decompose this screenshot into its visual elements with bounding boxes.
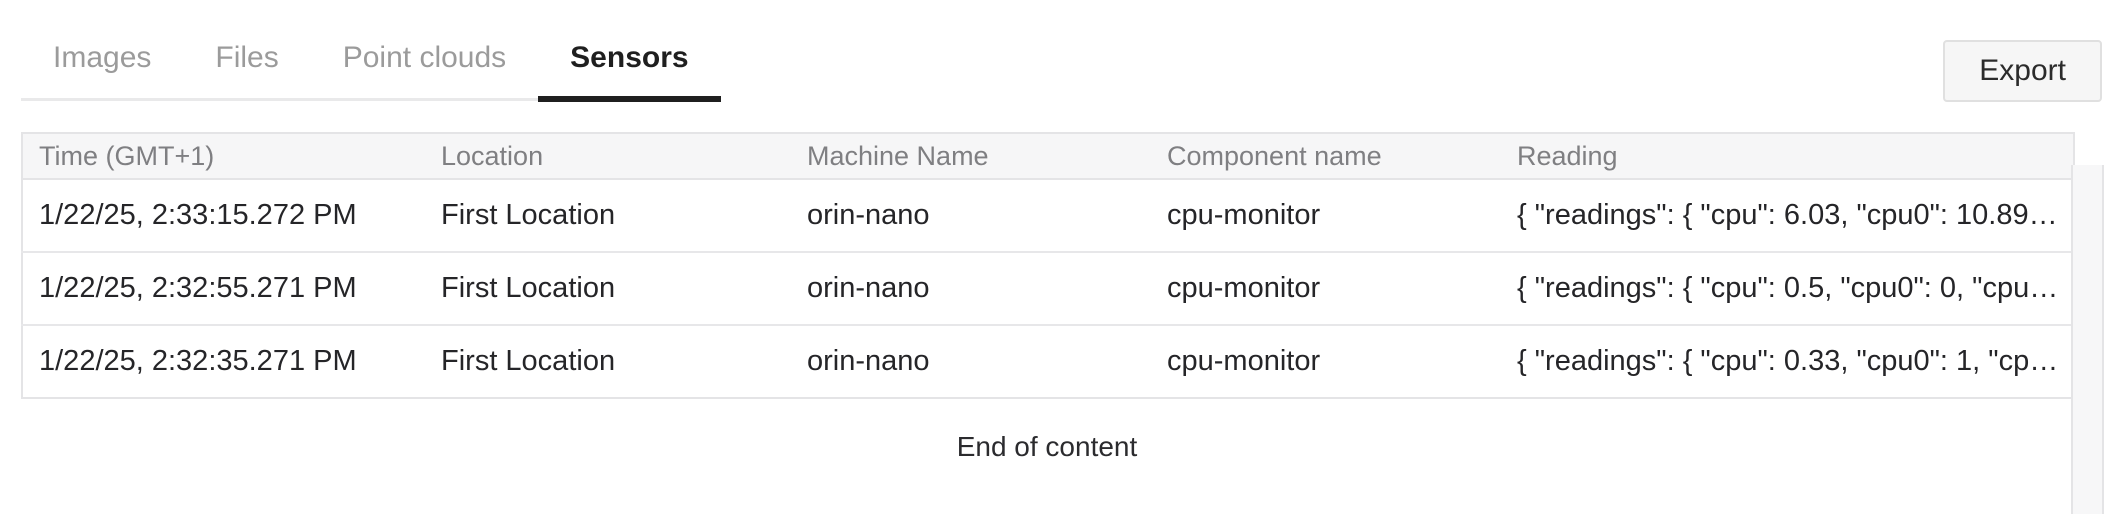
cell-location: First Location <box>425 252 791 326</box>
column-header-machine-name: Machine Name <box>791 133 1151 180</box>
export-button[interactable]: Export <box>1943 40 2102 102</box>
column-header-time: Time (GMT+1) <box>22 133 425 180</box>
cell-component-name: cpu-monitor <box>1151 179 1501 253</box>
tab-files[interactable]: Files <box>183 32 310 98</box>
cell-component-name: cpu-monitor <box>1167 345 1321 377</box>
column-header-component-name: Component name <box>1151 133 1501 180</box>
tab-images[interactable]: Images <box>21 32 183 98</box>
tab-sensors[interactable]: Sensors <box>538 32 721 102</box>
column-header-location: Location <box>425 133 791 180</box>
end-of-content-message: End of content <box>956 431 1138 462</box>
cell-time: 1/22/25, 2:32:35.271 PM <box>39 345 357 377</box>
cell-location: First Location <box>441 345 616 377</box>
tab-bar: Images Files Point clouds Sensors <box>21 32 721 102</box>
cell-reading: { "readings": { "cpu": 6.03, "cpu0": 10.… <box>1501 179 2074 253</box>
table-row[interactable]: 1/22/25, 2:32:55.271 PM First Location o… <box>22 252 2074 326</box>
cell-reading: { "readings": { "cpu": 0.33, "cpu0": 1, … <box>1517 345 2074 377</box>
table-row[interactable]: 1/22/25, 2:33:15.272 PM First Location o… <box>22 179 2074 253</box>
cell-machine-name: orin-nano <box>791 179 1151 253</box>
table-row[interactable]: 1/22/25, 2:32:35.271 PM First Location o… <box>22 325 2074 398</box>
vertical-scrollbar-track[interactable] <box>2071 165 2104 514</box>
cell-location: First Location <box>425 179 791 253</box>
column-header-reading: Reading <box>1501 133 2074 180</box>
cell-time: 1/22/25, 2:33:15.272 PM <box>22 179 425 253</box>
sensors-data-page: Images Files Point clouds Sensors Export… <box>0 32 2128 514</box>
cell-component-name: cpu-monitor <box>1151 252 1501 326</box>
cell-time: 1/22/25, 2:32:55.271 PM <box>22 252 425 326</box>
cell-reading: { "readings": { "cpu": 0.5, "cpu0": 0, "… <box>1501 252 2074 326</box>
cell-machine-name: orin-nano <box>791 252 1151 326</box>
table-header-row: Time (GMT+1) Location Machine Name Compo… <box>22 133 2074 180</box>
tab-toolbar: Images Files Point clouds Sensors Export <box>21 32 2102 102</box>
cell-machine-name: orin-nano <box>807 345 930 377</box>
tab-point-clouds[interactable]: Point clouds <box>311 32 538 98</box>
sensor-readings-table: Time (GMT+1) Location Machine Name Compo… <box>21 132 2075 399</box>
